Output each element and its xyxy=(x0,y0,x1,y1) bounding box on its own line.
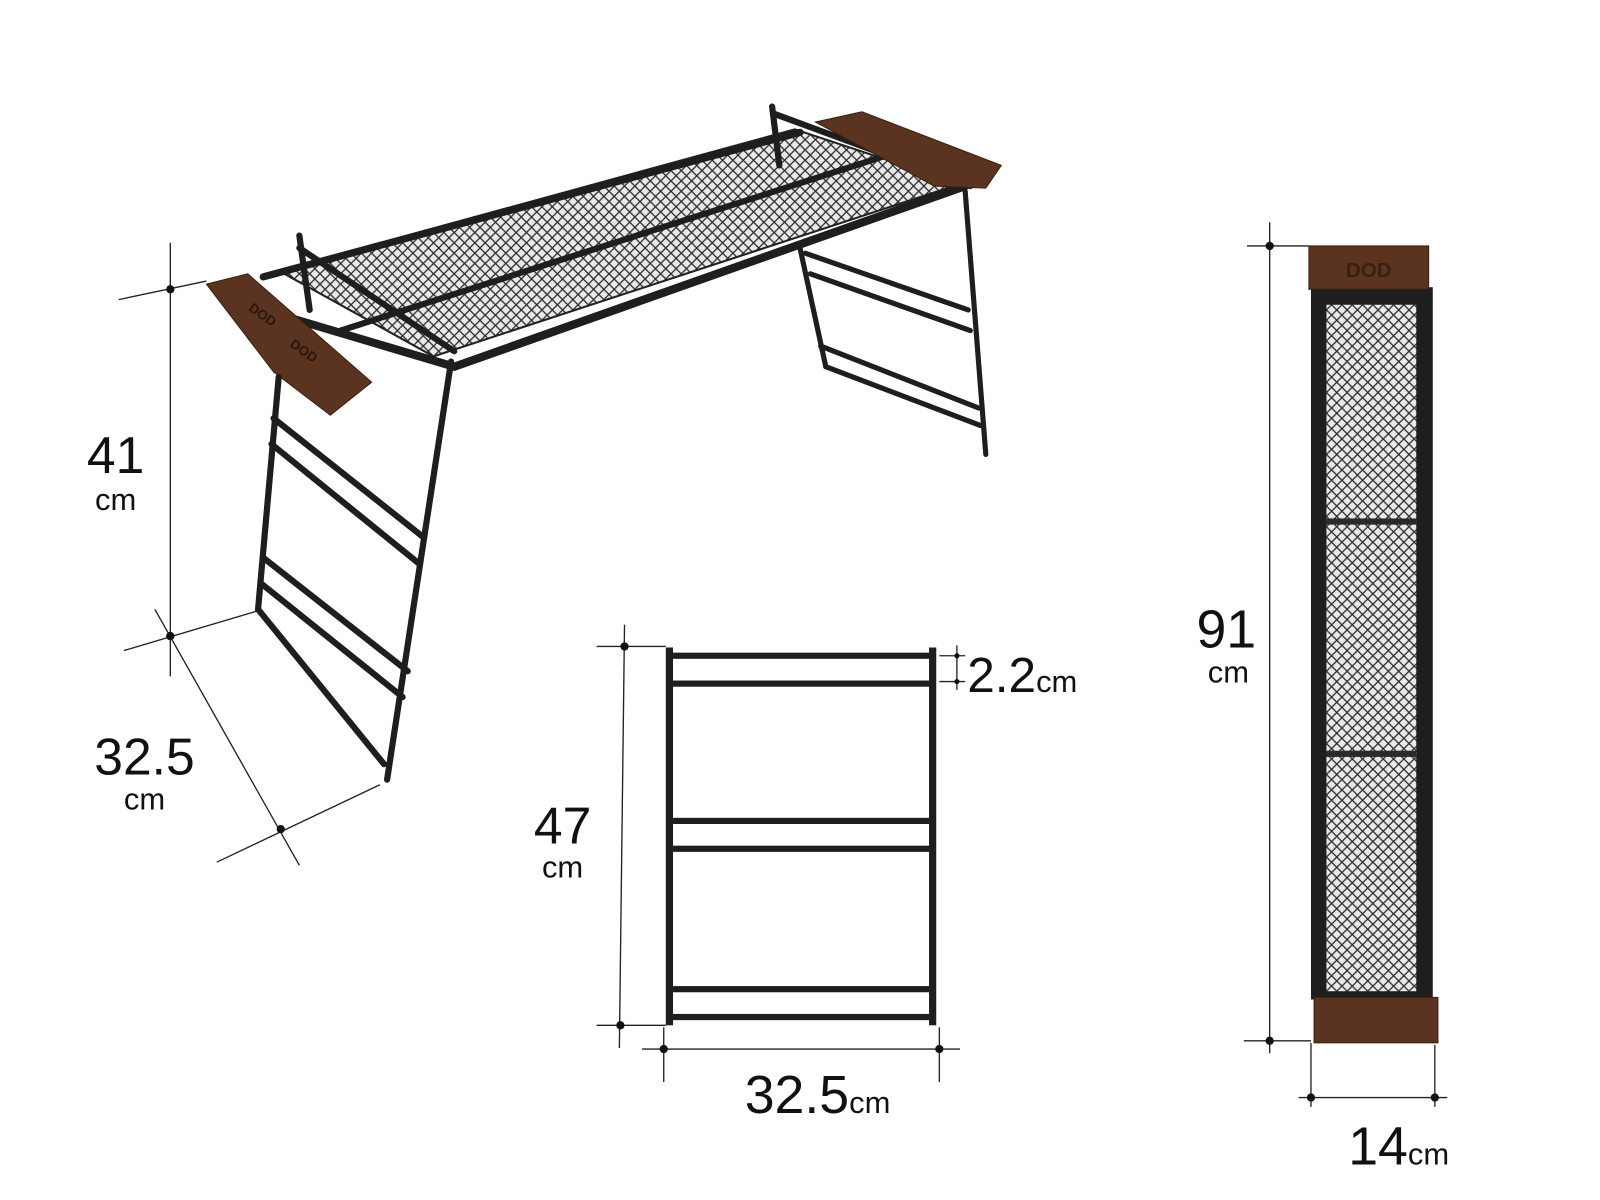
depth-unit: cm xyxy=(124,782,165,817)
leg-width-label: 32.5cm xyxy=(745,1065,891,1125)
length-unit: cm xyxy=(1208,655,1249,690)
leg-frame-view: 47 cm 32.5cm 2.2cm xyxy=(534,624,1077,1125)
top-view: DOD 91 cm 14cm xyxy=(1196,222,1449,1177)
depth-dimension-32-5: 32.5 cm xyxy=(94,608,381,866)
depth-value: 32.5 xyxy=(94,727,194,785)
rung-spacing-dimension-2-2: 2.2cm xyxy=(939,645,1077,703)
length-dimension-91: 91 cm xyxy=(1196,222,1311,1054)
rung-spacing-unit: cm xyxy=(1036,664,1077,699)
wood-end-bottom xyxy=(1313,996,1439,1044)
leg-width-unit: cm xyxy=(849,1085,890,1120)
wood-end-top xyxy=(1308,245,1430,290)
width-unit: cm xyxy=(1408,1137,1449,1172)
rear-leg-frame xyxy=(797,188,989,458)
rung-spacing-label: 2.2cm xyxy=(967,648,1077,703)
width-label: 14cm xyxy=(1348,1117,1449,1177)
height-unit: cm xyxy=(95,482,136,517)
logo-top: DOD xyxy=(1346,259,1392,282)
wood-end-right xyxy=(814,111,1003,189)
rung-spacing-value: 2.2 xyxy=(967,648,1036,703)
leg-height-unit: cm xyxy=(542,850,583,885)
front-leg-frame xyxy=(254,358,455,783)
length-value: 91 xyxy=(1196,599,1256,659)
wood-end-left xyxy=(205,273,373,416)
width-value: 14 xyxy=(1348,1117,1408,1177)
width-dimension-14: 14cm xyxy=(1298,1042,1449,1177)
leg-height-dimension-47: 47 cm xyxy=(534,624,666,1049)
leg-width-dimension-32-5: 32.5cm xyxy=(642,1027,960,1125)
leg-width-value: 32.5 xyxy=(745,1065,849,1125)
height-dimension-41: 41 cm xyxy=(87,242,257,677)
leg-height-value: 47 xyxy=(534,797,591,855)
height-value: 41 xyxy=(87,426,144,484)
table-perspective-view: DOD DOD 41 cm 32.5 cm xyxy=(87,103,1003,866)
